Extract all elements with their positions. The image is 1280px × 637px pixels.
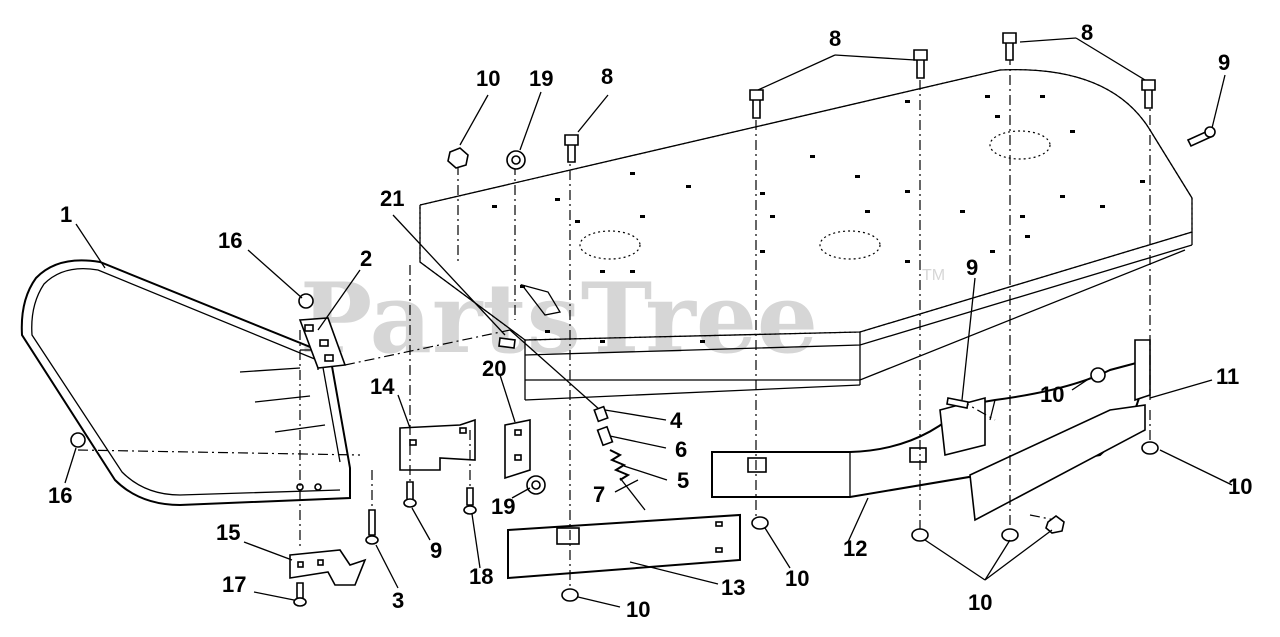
baffle-plate-13 (507, 513, 741, 580)
watermark: PartsTree TM (300, 262, 945, 375)
label-16-bottom: 16 (48, 483, 72, 508)
bolt-21 (498, 337, 516, 349)
spindle-opening (579, 230, 641, 260)
label-9-top-right: 9 (1218, 50, 1230, 75)
deck-baffle (711, 339, 1151, 522)
spindle-opening (989, 130, 1051, 160)
bolt-17 (296, 582, 304, 599)
nut-10 (751, 516, 769, 530)
nuts (70, 147, 1159, 602)
label-10-top: 10 (476, 66, 500, 91)
spring (609, 449, 631, 481)
chute-bracket (399, 418, 476, 471)
nut-16 (70, 432, 86, 448)
spindle-opening (819, 230, 881, 260)
pivot-plate (504, 419, 531, 480)
nut-16 (298, 293, 314, 309)
label-11: 11 (1216, 364, 1239, 389)
leader-lines (64, 37, 1233, 608)
baffle-extension (969, 404, 1146, 522)
label-4: 4 (670, 408, 683, 433)
label-17: 17 (222, 572, 246, 597)
label-3: 3 (392, 588, 404, 613)
label-14: 14 (370, 374, 395, 399)
nut-10 (1090, 367, 1106, 383)
label-12: 12 (843, 536, 867, 561)
bushing (596, 425, 614, 447)
bolt-3 (368, 509, 376, 536)
spring-assembly (509, 329, 646, 511)
label-10-right-mid: 10 (1040, 382, 1064, 407)
bolt-9 (946, 397, 969, 409)
label-10-center: 10 (785, 566, 809, 591)
nut-10 (1045, 515, 1065, 534)
nut-10 (911, 528, 929, 542)
label-21: 21 (380, 186, 404, 211)
label-7: 7 (593, 482, 605, 507)
label-8-left: 8 (601, 64, 613, 89)
bolt-18 (466, 487, 474, 506)
label-9-baffle: 9 (966, 255, 978, 280)
baffle-tab (747, 457, 767, 473)
baffle-tab (909, 447, 927, 463)
label-10-group: 10 (968, 590, 992, 615)
label-10-right-bottom: 10 (1228, 474, 1252, 499)
nut-10 (1001, 528, 1019, 542)
label-20: 20 (482, 356, 506, 381)
label-13: 13 (721, 575, 745, 600)
label-10-bottom: 10 (626, 597, 650, 622)
bolt-9 (406, 481, 414, 501)
label-6: 6 (675, 437, 687, 462)
label-19-bottom: 19 (491, 494, 515, 519)
label-16-top: 16 (218, 228, 242, 253)
label-5: 5 (677, 468, 689, 493)
nut-10 (447, 147, 469, 169)
baffle-plate (939, 396, 986, 456)
label-19-top: 19 (529, 66, 553, 91)
latch-bracket (289, 549, 367, 586)
part-labels: 1 2 3 4 5 6 7 8 8 8 9 9 9 10 10 10 10 10… (48, 20, 1252, 622)
watermark-text: PartsTree (300, 262, 818, 375)
bolts-8 (564, 32, 1156, 163)
spring-rod (619, 477, 646, 511)
nut-10 (561, 588, 579, 602)
label-8-middle: 8 (829, 26, 841, 51)
watermark-trademark: TM (922, 267, 945, 284)
baffle-bracket (1134, 339, 1151, 402)
label-2: 2 (360, 246, 372, 271)
spacer (593, 405, 609, 423)
small-bolts (293, 126, 1216, 607)
nut-10 (1141, 441, 1159, 455)
label-1: 1 (60, 202, 72, 227)
deck-pivot-bracket (520, 283, 562, 316)
label-8-right: 8 (1081, 20, 1093, 45)
label-18: 18 (469, 564, 493, 589)
label-15: 15 (216, 520, 240, 545)
mower-deck (419, 68, 1193, 401)
label-9-bracket: 9 (430, 538, 442, 563)
